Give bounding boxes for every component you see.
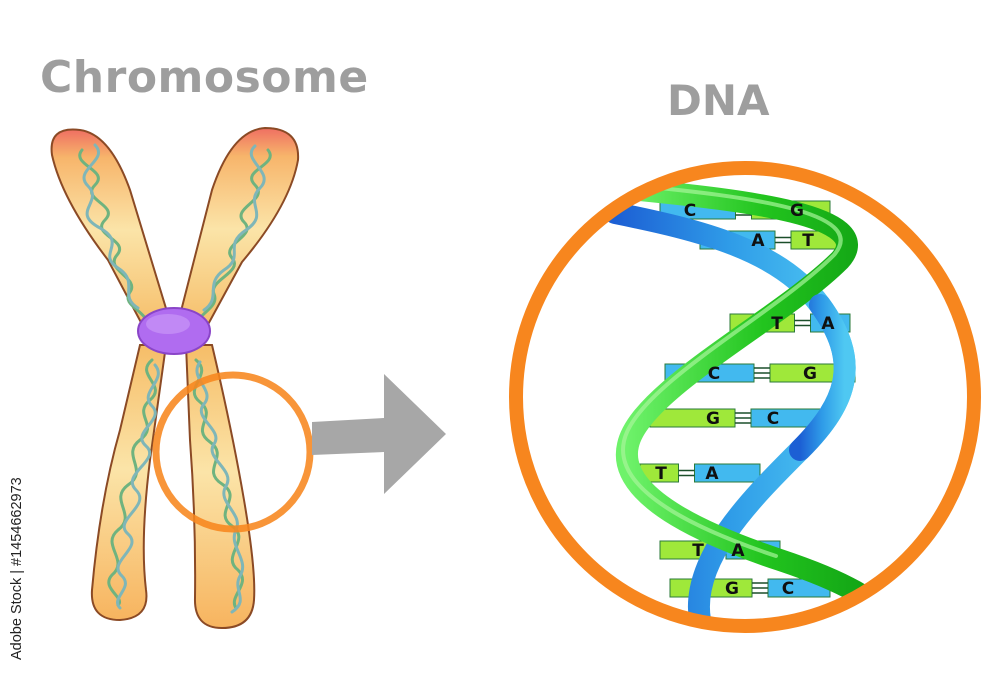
base-label-right: C: [782, 579, 794, 599]
base-label-left: T: [771, 314, 783, 334]
chromosome: [50, 126, 300, 630]
magnifier-ring: [152, 371, 314, 533]
base-label-left: G: [706, 409, 720, 429]
chromosome-arm-upper-right: [178, 126, 300, 332]
chromosome-title: Chromosome: [40, 52, 369, 103]
base-label-left: A: [751, 231, 765, 251]
base-label-right: A: [705, 464, 719, 484]
dna-zoom-ring: [509, 161, 981, 633]
chromosome-arm-upper-left: [50, 128, 170, 332]
zoom-arrow: [312, 374, 446, 494]
base-rung-right: [694, 463, 761, 483]
base-label-left: T: [692, 541, 704, 561]
base-label-left: T: [655, 464, 667, 484]
base-label-left: C: [684, 201, 696, 221]
base-label-left: C: [708, 364, 720, 384]
dna-title: DNA: [667, 76, 770, 125]
base-label-right: A: [821, 314, 835, 334]
base-label-right: T: [802, 231, 814, 251]
base-label-right: G: [803, 364, 817, 384]
base-label-right: A: [731, 541, 745, 561]
base-label-right: C: [767, 409, 779, 429]
base-label-right: G: [790, 201, 804, 221]
base-label-left: G: [725, 579, 739, 599]
chromatin-coils: [78, 143, 272, 614]
